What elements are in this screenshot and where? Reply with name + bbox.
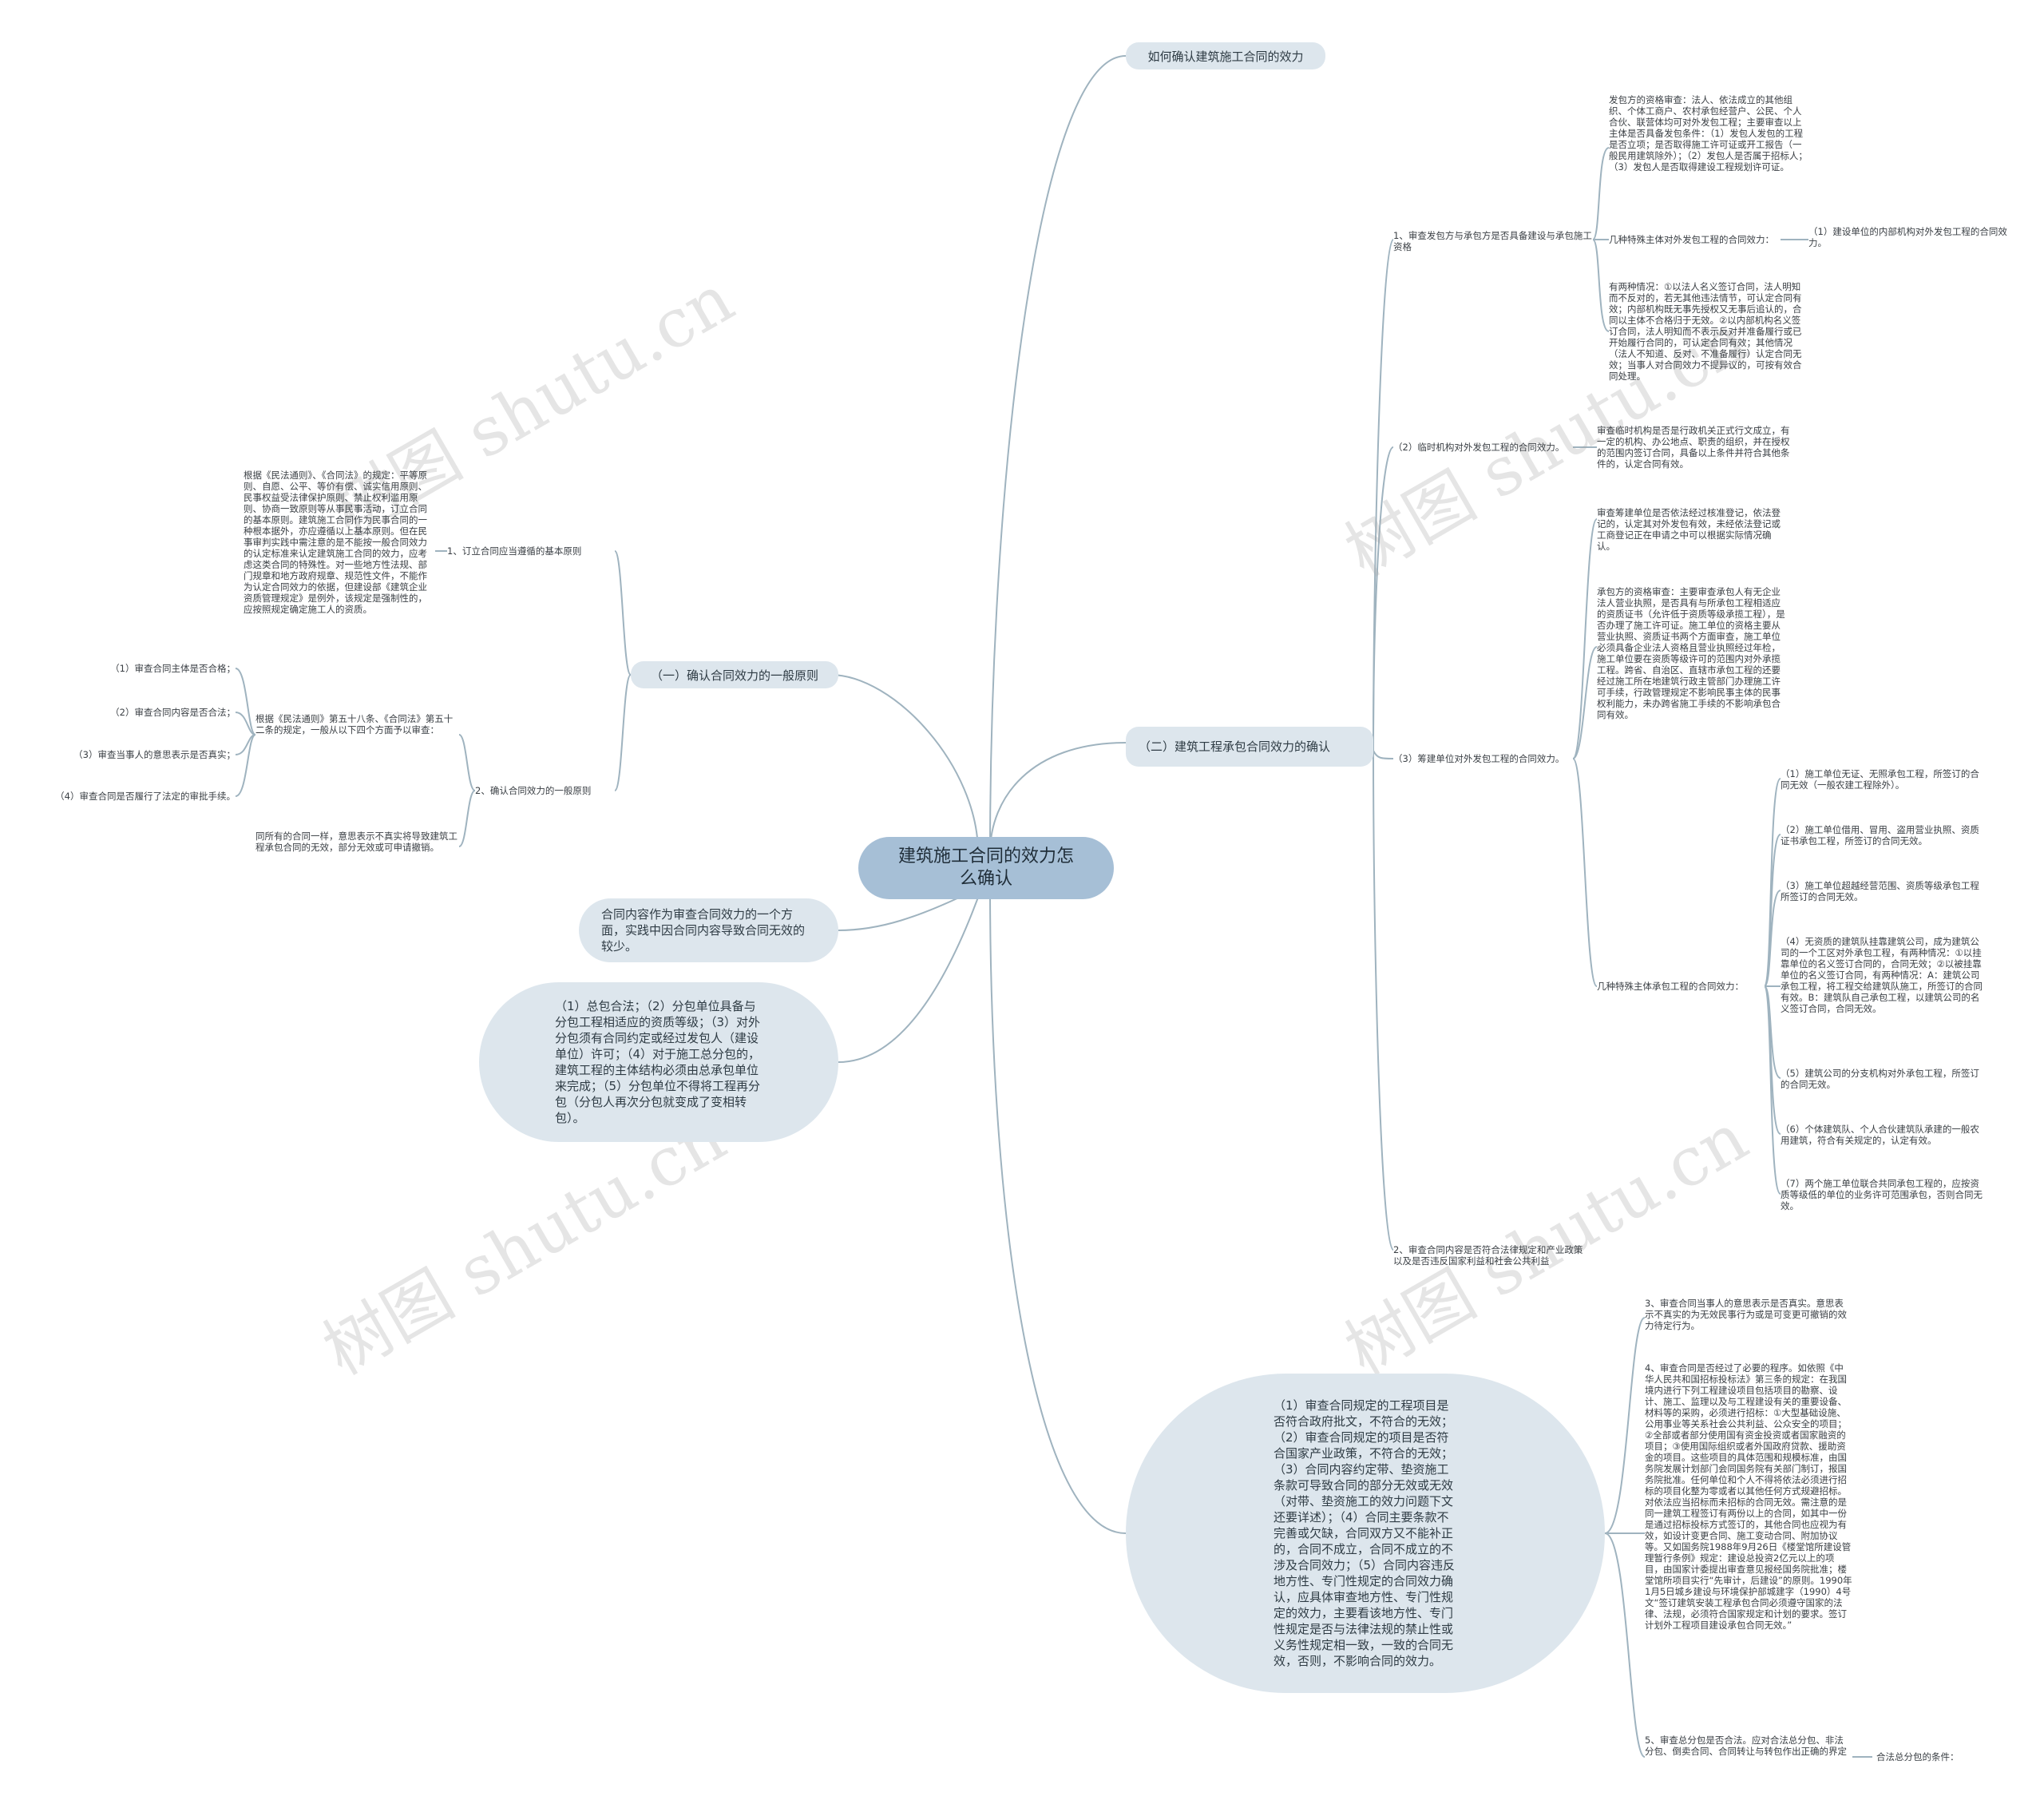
s3-label[interactable]: （3）筹建单位对外发包工程的合同效力。 [1393, 753, 1565, 764]
link-big-t3 [1604, 1317, 1646, 1534]
link-root-right [989, 742, 1127, 854]
link-r-s2 [1373, 446, 1394, 751]
review-3-text: 3、审查合同当事人的意思表示是否真实。意思表示不真实的为无效民事行为或是可变更可… [1645, 1298, 1847, 1331]
p2-item-1: （1）审查合同主体是否合格； [110, 663, 236, 674]
s1-special-text: 有两种情况：①以法人名义签订合同，法人明知而不反对的，若无其他违法情节，可认定合… [1609, 281, 1802, 382]
review-4-text: 4、审查合同是否经过了必要的程序。如依照《中华人民共和国招标投标法》第三条的规定… [1645, 1362, 1852, 1631]
link-big-t5 [1604, 1532, 1646, 1758]
bubble-contract-content-review[interactable]: （1）审查合同规定的工程项目是否符合政府批文，不符合的无效；（2）审查合同规定的… [1126, 1374, 1605, 1693]
p1-text: 根据《民法通则》、《合同法》的规定：平等原则、自愿、公平、等价有偿、诚实信用原则… [244, 470, 427, 615]
link-s3-b [1572, 646, 1598, 759]
link-root-left [830, 674, 979, 854]
topic-how-to-confirm[interactable]: 如何确认建筑施工合同的效力 [1126, 42, 1325, 69]
p2-item-2: （2）审查合同内容是否合法； [110, 707, 236, 718]
link-item-7 [1764, 985, 1781, 1195]
s1-qualification-text: 发包方的资格审查：法人、依法成立的其他组织、个体工商户、农村承包经营户、公民、个… [1609, 94, 1808, 172]
s3-item-5: （5）建筑公司的分支机构对外承包工程，所签订的合同无效。 [1781, 1068, 1979, 1090]
review-5-text: 5、审查总分包是否合法。应对合法总分包、非法分包、倒卖合同、合同转让与转包作出正… [1645, 1735, 1847, 1757]
s3-item-3: （3）施工单位超越经营范围、资质等级承包工程所签订的合同无效。 [1781, 880, 1979, 902]
bubble-contract-content[interactable]: 合同内容作为审查合同效力的一个方面，实践中因合同内容导致合同无效的较少。 [579, 898, 838, 962]
link-item-3 [1764, 890, 1781, 987]
link-s3-special [1572, 758, 1598, 987]
link-r-s4 [1373, 750, 1394, 1251]
link-l-p2 [614, 674, 632, 791]
link-p2-a [458, 734, 476, 791]
s1-label[interactable]: 1、审查发包方与承包方是否具备建设与承包施工资格 [1393, 230, 1592, 252]
link-r-s1 [1373, 239, 1394, 751]
p2-text-a: 根据《民法通则》第五十八条、《合同法》第五十二条的规定，一般从以下四个方面予以审… [256, 713, 454, 735]
review-5-child[interactable]: 合法总分包的条件： [1876, 1751, 1959, 1762]
s1-special-label[interactable]: 几种特殊主体对外发包工程的合同效力： [1609, 234, 1774, 245]
link-root-lbubble [838, 886, 983, 1063]
s2-text: 审查临时机构是否是行政机关正式行文成立，有一定的机构、办公地点、职责的组织，并在… [1597, 425, 1790, 470]
link-s1-sptext [1592, 239, 1610, 332]
s3-item-4: （4）无资质的建筑队挂靠建筑公司，成为建筑公司的一个工区对外承包工程，有两种情况… [1781, 936, 1983, 1014]
s4-label[interactable]: 2、审查合同内容是否符合法律规定和产业政策以及是否违反国家利益和社会公共利益 [1393, 1244, 1583, 1267]
s3-text-b: 承包方的资格审查：主要审查承包人有无企业法人营业执照，是否具有与所承包工程相适应… [1597, 586, 1785, 720]
s3-special-label[interactable]: 几种特殊主体承包工程的合同效力： [1597, 981, 1744, 992]
s3-item-2: （2）施工单位借用、冒用、盗用营业执照、资质证书承包工程，所签订的合同无效。 [1781, 824, 1979, 847]
link-p2-b [458, 790, 476, 847]
p2-text-b: 同所有的合同一样，意思表示不真实将导致建筑工程承包合同的无效，部分无效或可申请撤… [256, 831, 458, 853]
link-l-p1 [614, 550, 632, 676]
s3-item-7: （7）两个施工单位联合共同承包工程的，应按资质等级低的单位的业务许可范围承包，否… [1781, 1178, 1983, 1211]
topic-right-branch[interactable]: （二）建筑工程承包合同效力的确认 [1126, 727, 1373, 767]
s2-label[interactable]: （2）临时机构对外发包工程的合同效力。 [1393, 442, 1565, 453]
link-s1-qual [1592, 147, 1610, 240]
root-node[interactable]: 建筑施工合同的效力怎么确认 [858, 837, 1114, 899]
s3-item-1: （1）施工单位无证、无照承包工程，所签订的合同无效（一般农建工程除外）。 [1781, 768, 1979, 791]
link-root-big [989, 886, 1127, 1534]
s3-text-a: 审查筹建单位是否依法经过核准登记，依法登记的，认定其对外发包有效，未经依法登记或… [1597, 507, 1781, 552]
link-root-top [989, 55, 1127, 854]
s3-item-6: （6）个体建筑队、个人合伙建筑队承建的一般农用建筑，符合有关规定的，认定有效。 [1781, 1124, 1979, 1146]
p2-item-4: （4）审查合同是否履行了法定的审批手续。 [55, 791, 236, 802]
link-a-2 [235, 712, 256, 735]
root-title: 建筑施工合同的效力怎么确认 [897, 847, 1074, 889]
link-r-s3 [1373, 750, 1394, 759]
link-a-1 [235, 668, 256, 735]
s1-special-item: （1）建设单位的内部机构对外发包工程的合同效力。 [1808, 226, 2007, 248]
p2-label[interactable]: 2、确认合同效力的一般原则 [475, 785, 592, 796]
p1-label[interactable]: 1、订立合同应当遵循的基本原则 [447, 545, 582, 557]
link-s3-a [1572, 518, 1598, 759]
p2-item-3: （3）审查当事人的意思表示是否真实； [73, 749, 236, 760]
link-a-4 [235, 734, 256, 797]
topic-left-branch[interactable]: （一）确认合同效力的一般原则 [631, 661, 838, 688]
bubble-subcontract-conditions[interactable]: （1）总包合法；（2）分包单位具备与分包工程相适应的资质等级；（3）对外分包须有… [479, 982, 838, 1142]
